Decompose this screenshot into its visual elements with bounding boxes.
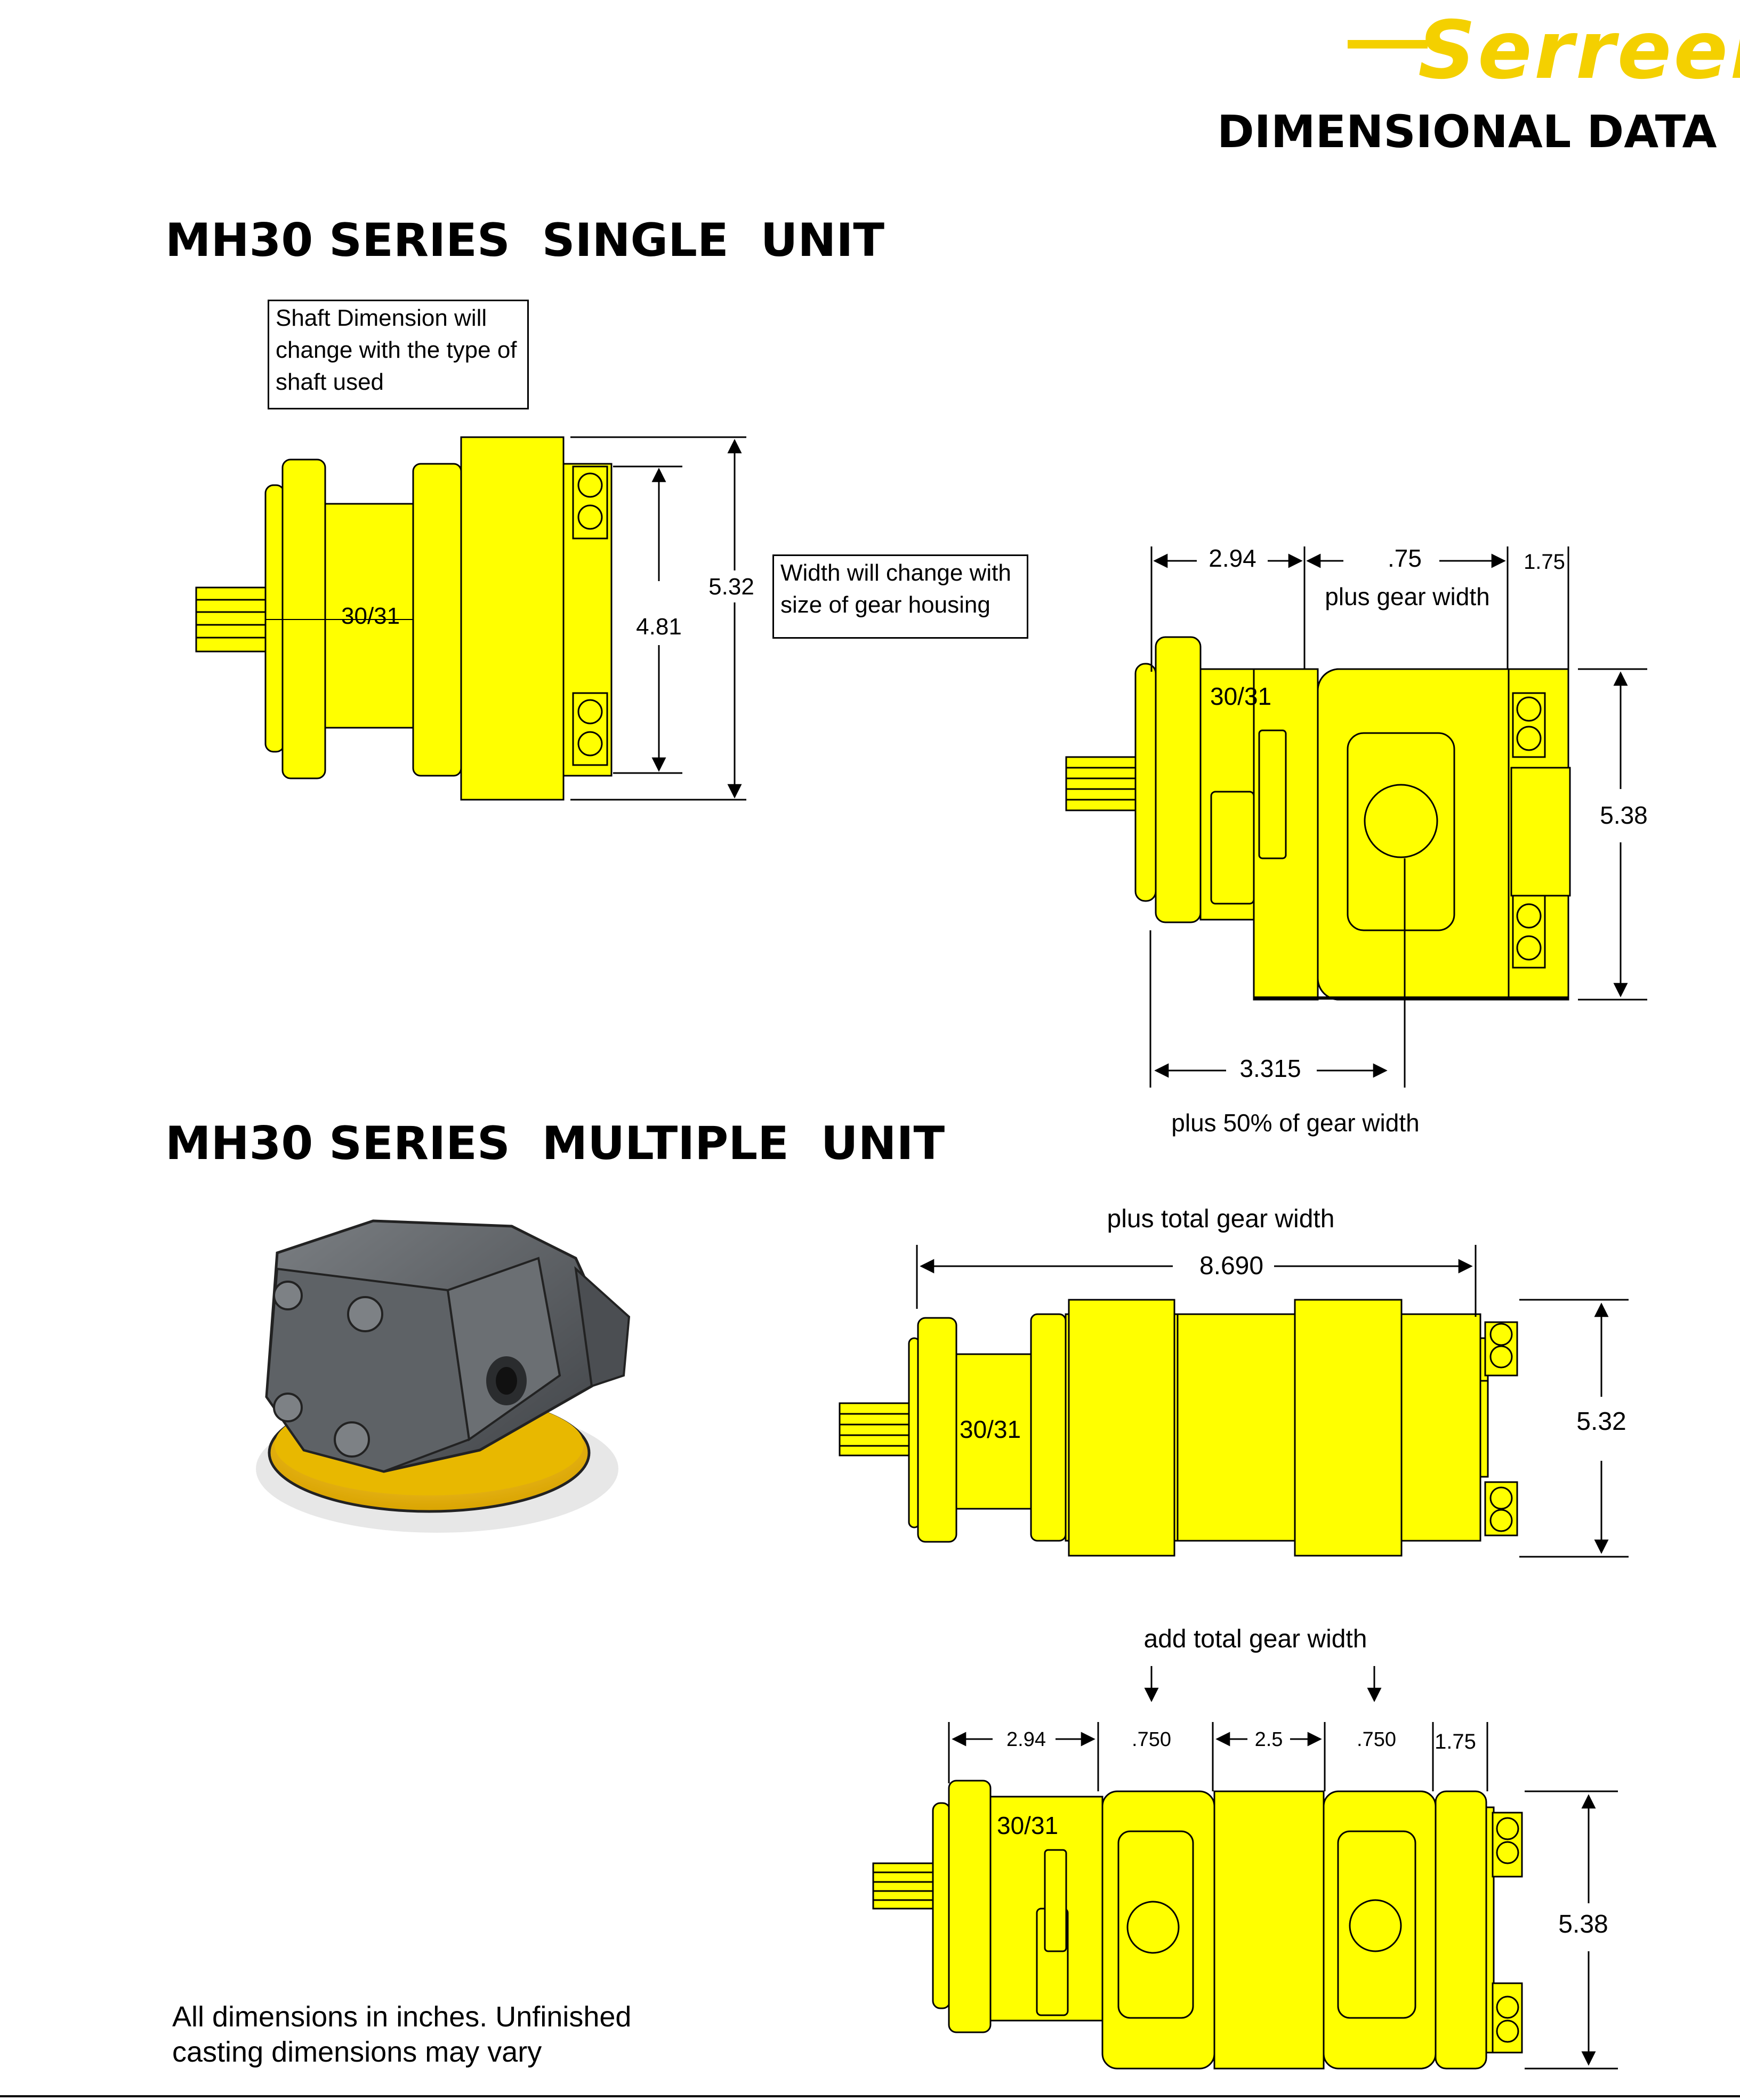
dim-port-label: 3.315: [1239, 1055, 1301, 1082]
m-dim-a-label: 2.94: [1006, 1728, 1046, 1751]
shaft: [872, 1862, 938, 1910]
multiple-dim-height-label: 5.32: [1576, 1407, 1626, 1436]
m-dim-e-label: 1.75: [1435, 1730, 1476, 1753]
single-unit-title: MH30 SERIES SINGLE UNIT: [165, 214, 885, 267]
m-dim-b-label: .750: [1132, 1728, 1171, 1751]
dim-inner-label: 4.81: [636, 614, 682, 640]
single-side-dims: [570, 436, 746, 801]
shaft: [839, 1402, 910, 1457]
mount-flange: [917, 1317, 957, 1543]
dim-outer-label: 5.32: [708, 574, 754, 600]
pump-photo: [210, 1182, 696, 1606]
m-dim-d-label: .750: [1357, 1728, 1396, 1751]
footnote: All dimensions in inches. Unfinished cas…: [172, 2001, 632, 2068]
single-side-model-label: 30/31: [341, 603, 400, 629]
dim-b-note: plus gear width: [1325, 583, 1489, 610]
single-side-view: [195, 436, 613, 801]
shaft: [1065, 756, 1137, 811]
multiple-side-dims: [916, 1245, 1629, 1558]
multiple-side-model-label: 30/31: [960, 1415, 1021, 1443]
logo-bar: [1348, 40, 1428, 49]
multiple-front-dims: [948, 1666, 1618, 2070]
page-title: DIMENSIONAL DATA: [1217, 106, 1717, 158]
multiple-side-dim-note: plus total gear width: [1107, 1205, 1335, 1233]
single-front-dims: [1149, 546, 1647, 1088]
shaft: [195, 586, 267, 653]
dim-height-label: 5.38: [1600, 801, 1648, 829]
shaft-note-box: Shaft Dimension will change with the typ…: [268, 300, 529, 409]
multiple-unit-title: MH30 SERIES MULTIPLE UNIT: [165, 1117, 945, 1170]
gear-housing: [460, 436, 565, 801]
dim-c-label: 1.75: [1524, 550, 1565, 574]
multiple-side-view: [839, 1299, 1518, 1557]
multiple-front-view: [872, 1780, 1523, 2070]
multiple-front-model-label: 30/31: [997, 1812, 1058, 1839]
logo: Serreen: [1418, 4, 1740, 97]
dim-port-note: plus 50% of gear width: [1171, 1109, 1419, 1137]
m-dim-c-label: 2.5: [1255, 1728, 1283, 1751]
multiple-front-dim-note: add total gear width: [1144, 1625, 1367, 1653]
single-front-view: [1065, 636, 1571, 1001]
dim-b-label: .75: [1388, 544, 1422, 572]
m-dim-height-label: 5.38: [1558, 1910, 1608, 1938]
dim-a-label: 2.94: [1209, 544, 1256, 572]
width-note-box: Width will change with size of gear hous…: [772, 554, 1028, 639]
single-front-model-label: 30/31: [1210, 682, 1271, 710]
dim-length-label: 8.690: [1199, 1252, 1263, 1280]
